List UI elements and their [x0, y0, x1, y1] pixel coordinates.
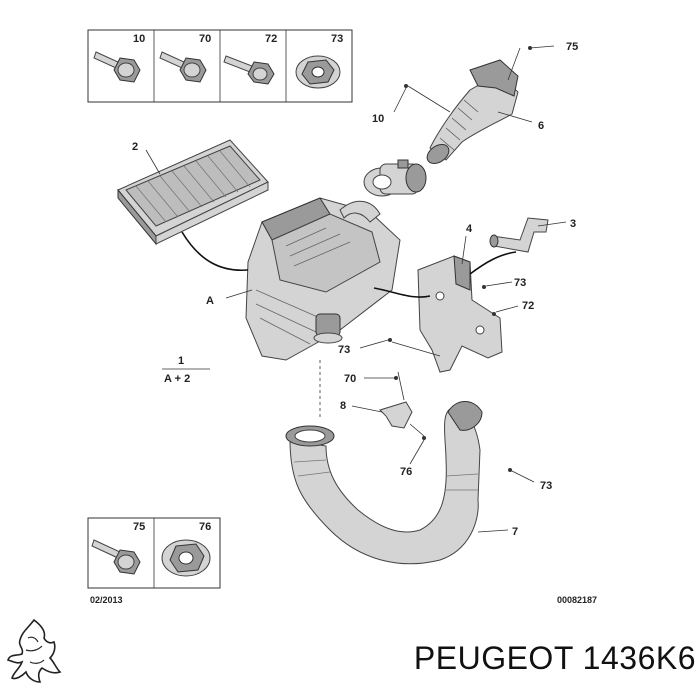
callout-labels: 75 10 6 2 3 4 73 72 A 73 70 8 76 73 7 — [132, 41, 578, 538]
peugeot-lion-logo-icon — [6, 618, 62, 683]
air-flow-sensor — [363, 159, 427, 197]
reference-code: 00082187 — [557, 595, 597, 605]
connector-lines — [181, 231, 517, 298]
kit-number: 1 — [178, 355, 184, 367]
callout-label: 7 — [512, 526, 518, 538]
callout-label: 8 — [340, 400, 346, 412]
intake-hose — [426, 59, 519, 165]
leader-lines — [145, 45, 567, 533]
callout-label: 72 — [522, 300, 534, 312]
callout-label: 73 — [514, 277, 526, 289]
mounting-bracket — [417, 255, 503, 373]
callout-label: 3 — [570, 218, 576, 230]
callout-label: 76 — [400, 466, 412, 478]
footer-box-label: 75 — [133, 521, 145, 533]
bolt-70-icon — [159, 51, 207, 83]
callout-label: A — [206, 295, 214, 307]
header-box-label: 70 — [199, 33, 211, 45]
callout-label: 10 — [372, 113, 384, 125]
air-duct — [285, 401, 483, 565]
hose-clip — [379, 401, 413, 429]
flange-nut-73-icon — [295, 55, 341, 89]
kit-parts: A + 2 — [164, 373, 190, 385]
callout-label: 4 — [466, 223, 473, 235]
date-code: 02/2013 — [90, 595, 123, 605]
callout-label: 6 — [538, 120, 544, 132]
callout-label: 73 — [338, 344, 350, 356]
small-pipe — [489, 217, 549, 253]
callout-label: 75 — [566, 41, 578, 53]
bolt-72-icon — [223, 55, 275, 85]
air-filter-element — [117, 139, 269, 246]
callout-label: 73 — [540, 480, 552, 492]
air-box-housing — [245, 197, 401, 361]
header-box-label: 72 — [265, 33, 277, 45]
bolt-10-icon — [93, 51, 141, 83]
flange-nut-76-icon — [161, 539, 211, 577]
header-fastener-boxes: 10 70 72 73 — [87, 29, 353, 103]
footer-fastener-boxes: 75 76 — [87, 517, 221, 589]
callout-label: 70 — [344, 373, 356, 385]
brand-part-number: PEUGEOT 1436K6 — [413, 640, 696, 676]
header-box-label: 73 — [331, 33, 343, 45]
header-box-label: 10 — [133, 33, 145, 45]
kit-note: 1 A + 2 — [162, 355, 210, 385]
bolt-75-icon — [91, 539, 141, 575]
footer-box-label: 76 — [199, 521, 211, 533]
callout-label: 2 — [132, 141, 138, 153]
